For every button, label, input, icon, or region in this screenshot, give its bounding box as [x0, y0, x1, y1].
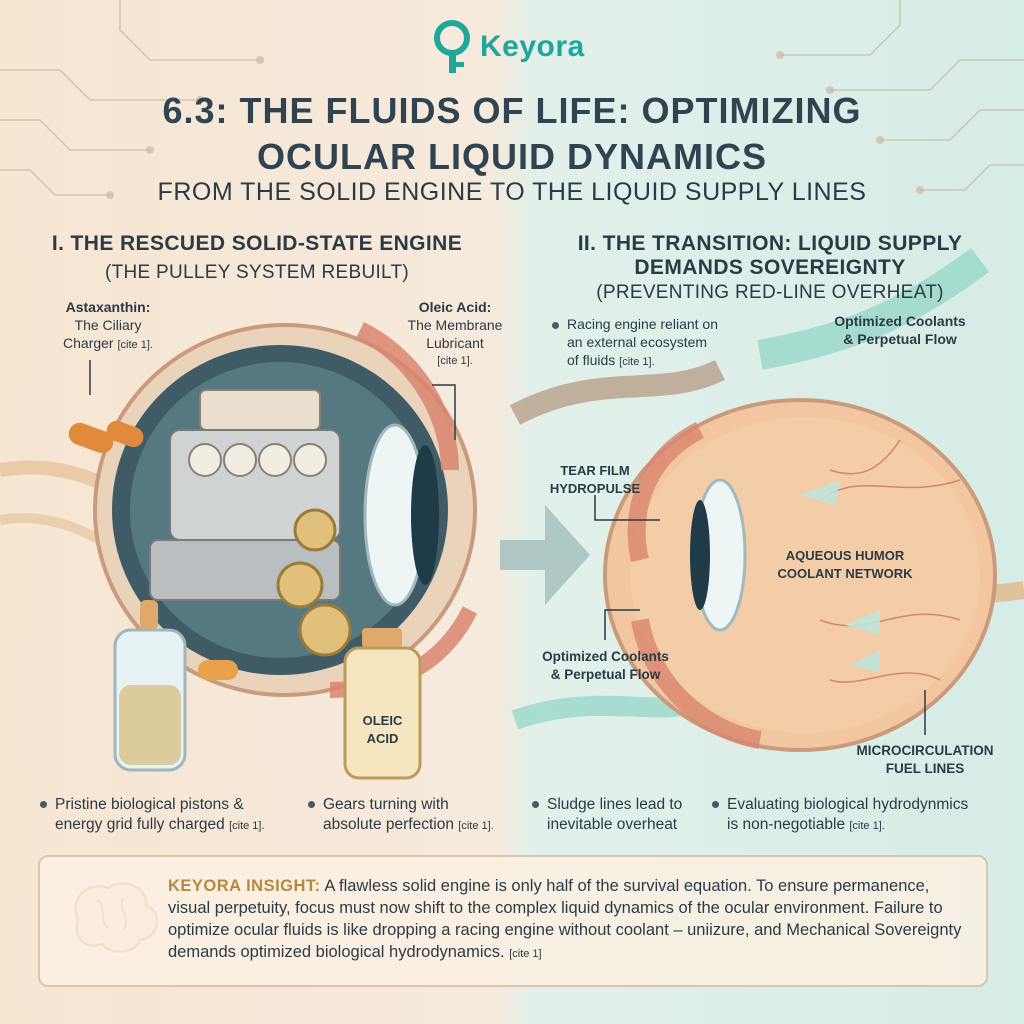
astaxanthin-desc-1: The Ciliary: [74, 317, 142, 333]
engine-illustration: [149, 389, 352, 657]
astaxanthin-name: Astaxanthin:: [65, 299, 151, 315]
right-bullet-2-cite: [cite 1].: [849, 820, 885, 832]
left-subheading: (THE PULLEY SYSTEM REBUILT): [104, 262, 410, 283]
astaxanthin-label: Astaxanthin: The Ciliary Charger [cite 1…: [48, 298, 168, 354]
oleic-cite: [cite 1].: [437, 355, 473, 367]
insight-cite: [cite 1]: [509, 948, 542, 960]
bullet-dot-icon: [552, 321, 559, 329]
oleic-acid-label: Oleic Acid: The Membrane Lubricant [cite…: [392, 298, 518, 370]
aqueous-humor-label: AQUEOUS HUMOR COOLANT NETWORK: [760, 547, 930, 583]
coolants-bottom-label: Optimized Coolants & Perpetual Flow: [528, 648, 683, 684]
title-line-1: 6.3: THE FLUIDS OF LIFE: OPTIMIZING: [162, 90, 862, 131]
bullet-dot-icon: [40, 801, 47, 809]
left-bullet-2: Gears turning with absolute perfection […: [308, 795, 523, 836]
tear-film-line-2: HYDROPULSE: [549, 481, 641, 496]
bottle-label: OLEIC ACID: [345, 712, 420, 748]
coolants-bottom-line-2: & Perpetual Flow: [550, 667, 661, 682]
coolants-top-label: Optimized Coolants & Perpetual Flow: [815, 312, 985, 348]
left-bullet-2-line-2: absolute perfection: [323, 816, 454, 833]
bullet-dot-icon: [308, 801, 315, 809]
page-subtitle: FROM THE SOLID ENGINE TO THE LIQUID SUPP…: [157, 178, 867, 206]
micro-line-2: FUEL LINES: [885, 761, 965, 776]
oleic-name: Oleic Acid:: [418, 299, 492, 315]
left-bullet-2-line-1: Gears turning with: [323, 796, 449, 813]
oleic-desc-1: The Membrane: [407, 317, 503, 333]
right-bullet-1-line-1: Sludge lines lead to: [547, 796, 683, 813]
insight-box: KEYORA INSIGHT: A flawless solid engine …: [38, 855, 988, 987]
right-subheading: (PREVENTING RED-LINE OVERHEAT): [596, 282, 944, 303]
racing-line-3: of fluids: [567, 352, 616, 368]
insight-heading: KEYORA INSIGHT:: [168, 877, 321, 895]
astaxanthin-desc-2: Charger: [63, 335, 114, 351]
page-title: 6.3: THE FLUIDS OF LIFE: OPTIMIZING OCUL…: [0, 88, 1024, 180]
left-bullet-1: Pristine biological pistons & energy gri…: [40, 795, 310, 836]
racing-line-2: an external ecosystem: [567, 334, 708, 350]
coolants-top-line-2: & Perpetual Flow: [843, 331, 957, 347]
coolants-top-line-1: Optimized Coolants: [834, 313, 966, 329]
title-line-2: OCULAR LIQUID DYNAMICS: [257, 136, 767, 177]
racing-cite: [cite 1].: [619, 356, 655, 368]
right-heading: II. THE TRANSITION: LIQUID SUPPLY DEMAND…: [530, 232, 1010, 280]
right-bullet-2-line-2: is non-negotiable: [727, 816, 846, 833]
bullet-dot-icon: [712, 801, 719, 809]
oleic-desc-2: Lubricant: [426, 335, 484, 351]
bottle-label-line-1: OLEIC: [362, 713, 403, 728]
bottle-label-line-2: ACID: [366, 731, 399, 746]
right-bullet-2: Evaluating biological hydrodynmics is no…: [712, 795, 1012, 836]
right-heading-line-1: II. THE TRANSITION: LIQUID SUPPLY: [577, 232, 963, 255]
logo-text: Keyora: [480, 30, 585, 63]
right-bullet-1: Sludge lines lead to inevitable overheat: [532, 795, 712, 835]
bottle-left: [113, 600, 187, 772]
aqueous-line-2: COOLANT NETWORK: [777, 566, 913, 581]
capsule-icons: [68, 420, 238, 680]
insight-text: KEYORA INSIGHT: A flawless solid engine …: [168, 875, 968, 965]
right-bullet-1-line-2: inevitable overheat: [547, 816, 678, 833]
left-bullet-1-line-2: energy grid fully charged: [55, 816, 225, 833]
right-heading-line-2: DEMANDS SOVEREIGNTY: [634, 256, 906, 279]
left-heading: I. THE RESCUED SOLID-STATE ENGINE: [51, 232, 463, 255]
microcirculation-label: MICROCIRCULATION FUEL LINES: [840, 742, 1010, 778]
insight-body: A flawless solid engine is only half of …: [168, 877, 962, 961]
coolants-bottom-line-1: Optimized Coolants: [542, 649, 669, 664]
bullet-dot-icon: [532, 801, 539, 809]
micro-line-1: MICROCIRCULATION: [856, 743, 994, 758]
left-bullet-1-line-1: Pristine biological pistons &: [55, 796, 244, 813]
astaxanthin-cite: [cite 1].: [117, 339, 153, 351]
tear-film-line-1: TEAR FILM: [560, 463, 630, 478]
bottle-right: [343, 628, 422, 780]
tear-film-label: TEAR FILM HYDROPULSE: [540, 462, 650, 498]
aqueous-line-1: AQUEOUS HUMOR: [785, 548, 905, 563]
left-bullet-1-cite: [cite 1].: [229, 820, 265, 832]
racing-engine-label: Racing engine reliant on an external eco…: [552, 315, 772, 371]
racing-line-1: Racing engine reliant on: [567, 316, 718, 332]
key-logo-icon: [434, 20, 470, 73]
keyora-logo: Keyora: [430, 14, 600, 74]
left-bullet-2-cite: [cite 1].: [458, 820, 494, 832]
right-bullet-2-line-1: Evaluating biological hydrodynmics: [727, 796, 969, 813]
